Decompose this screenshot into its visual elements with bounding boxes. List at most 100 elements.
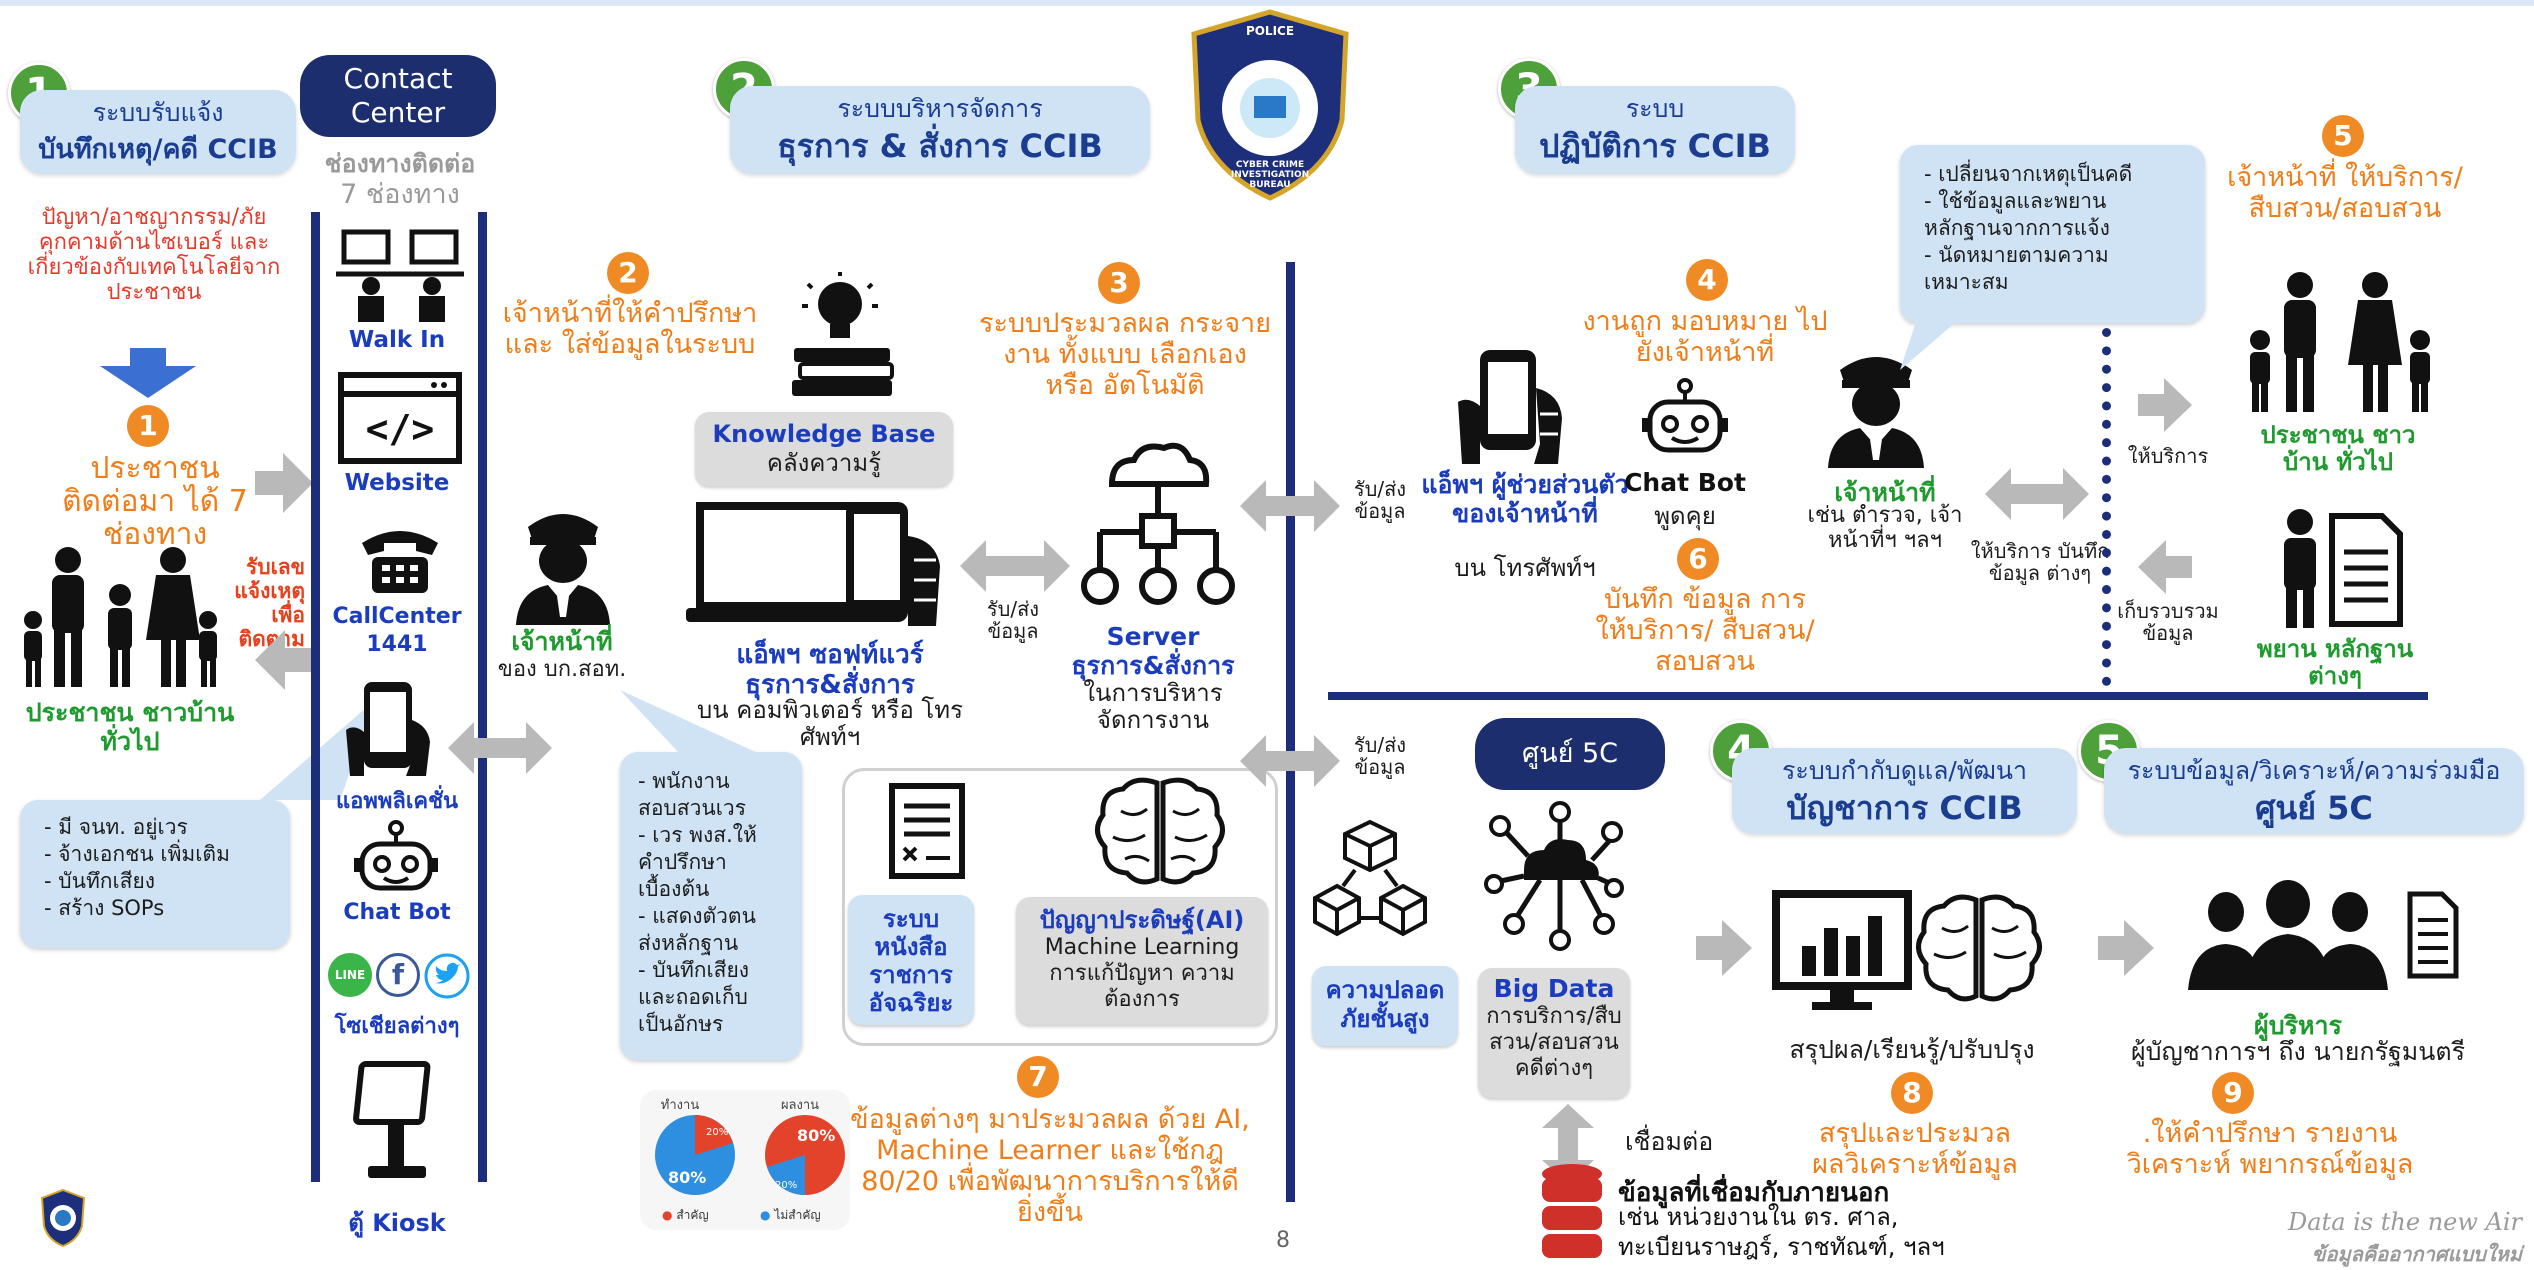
people-left-label: ประชาชน ชาวบ้าน ทั่วไป — [25, 698, 235, 756]
callout-mid-item: เป็นอักษร — [638, 1012, 724, 1036]
step-8-number: 8 — [1891, 1072, 1933, 1114]
page-number: 8 — [1276, 1228, 1290, 1253]
officer-right-sub: เช่น ตำรวจ, เจ้าหน้าที่ฯ ฯลฯ — [1807, 503, 1963, 553]
step-6-number: 6 — [1677, 538, 1719, 580]
footer-slogan-en: Data is the new Air — [2288, 1208, 2522, 1236]
big-data-network-icon — [1484, 801, 1624, 951]
monitor-chart-brain-icon — [1772, 890, 2042, 1010]
top-band — [0, 0, 2534, 6]
section-1-subtitle: ระบบรับแจ้ง — [92, 98, 224, 127]
chatbot-right-sub: พูดคุย — [1654, 502, 1716, 530]
pie-left-big-label: 80% — [668, 1168, 707, 1187]
section-4-title: บัญชาการ CCIB — [1786, 789, 2023, 827]
pie-left-chart — [655, 1115, 735, 1195]
double-arrow-icon — [1240, 735, 1340, 787]
section-1-title: บันทึกเหตุ/คดี CCIB — [38, 134, 278, 165]
callout-left: - มี จนท. อยู่เวร - จ้างเอกชน เพิ่มเติม … — [20, 800, 290, 948]
website-icon: </> — [338, 372, 462, 464]
contact-center-pill: Contact Center — [300, 55, 496, 137]
callout-right-item: - เปลี่ยนจากเหตุเป็นคดี — [1924, 162, 2133, 186]
witness-label: พยาน หลักฐาน ต่างๆ — [2256, 635, 2414, 690]
right-arrow-icon — [2098, 920, 2154, 976]
app-software-title: แอ็พฯ ซอฟท์แวร์ ธุรการ&สั่งการ — [736, 640, 924, 700]
left-arrow-icon — [2138, 540, 2192, 594]
center-divider — [1286, 262, 1295, 1202]
channel-app: แอพพลิเคชั่น — [335, 789, 459, 814]
contact-right-rail — [478, 212, 487, 1182]
database-icon — [1542, 1164, 1602, 1258]
step-7-text: ข้อมูลต่างๆ มาประมวลผล ด้วย AI, Machine … — [850, 1104, 1250, 1228]
double-arrow-icon — [1985, 468, 2089, 520]
step-3-number: 3 — [1098, 262, 1140, 304]
section-5-subtitle: ระบบข้อมูล/วิเคราะห์/ความร่วมมือ — [2127, 756, 2501, 785]
contact-left-rail — [311, 212, 320, 1182]
officer-right-title: เจ้าหน้าที่ — [1834, 478, 1936, 507]
step-2-number: 2 — [607, 252, 649, 294]
channel-website: Website — [344, 470, 450, 496]
family-icon — [24, 547, 217, 687]
send-receive-label: รับ/ส่ง ข้อมูล — [986, 597, 1040, 643]
send-receive-label: รับ/ส่ง ข้อมูล — [1353, 733, 1407, 779]
ccib-badge-logo — [1191, 9, 1349, 201]
walk-in-icon — [336, 229, 464, 322]
line-icon: LINE — [328, 953, 372, 997]
family-icon — [2250, 272, 2430, 412]
section-3-title: ปฏิบัติการ CCIB — [1539, 127, 1771, 165]
pie-left-small-label: 20% — [706, 1127, 729, 1138]
dotted-divider — [2102, 328, 2111, 686]
section-5-pill: ระบบข้อมูล/วิเคราะห์/ความร่วมมือ ศูนย์ 5… — [2104, 748, 2524, 834]
step-5-text: เจ้าหน้าที่ ให้บริการ/ สืบสวน/สอบสวน — [2227, 162, 2463, 224]
channel-callcenter: CallCenter 1441 — [332, 604, 462, 657]
step-3-text: ระบบประมวลผล กระจายงาน ทั้งแบบ เลือกเอง … — [978, 308, 1272, 401]
step-9-text: .ให้คำปรึกษา รายงาน วิเคราะห์ พยากรณ์ข้อ… — [2126, 1118, 2414, 1180]
channel-kiosk: ตู้ Kiosk — [348, 1209, 446, 1237]
right-arrow-icon — [255, 453, 313, 513]
doc-system-box: ระบบ หนังสือ ราชการ อัจฉริยะ — [848, 895, 974, 1025]
chatbot-right-title: Chat Bot — [1624, 468, 1746, 497]
horizontal-divider — [1328, 692, 2428, 700]
callout-right-tail — [1900, 310, 1970, 370]
callout-mid-item: - เวร พงส.ให้ — [638, 823, 757, 847]
callout-mid-item: - บันทึกเสียง — [638, 958, 750, 982]
executives-sub: ผู้บัญชาการฯ ถึง นายกรัฐมนตรี — [2130, 1037, 2466, 1066]
receive-number-text: รับเลข แจ้งเหตุ เพื่อติดตาม — [234, 555, 305, 651]
smartphone-hand-icon — [1458, 350, 1562, 464]
connect-label: เชื่อมต่อ — [1625, 1127, 1714, 1156]
double-arrow-icon — [448, 722, 552, 774]
send-receive-label: รับ/ส่ง ข้อมูล — [1353, 477, 1407, 523]
left-arrow-icon — [255, 630, 313, 690]
external-data-title: ข้อมูลที่เชื่อมกับภายนอก — [1618, 1178, 1890, 1208]
section-3-subtitle: ระบบ — [1625, 94, 1685, 123]
callout-mid-item: - พนักงาน — [638, 769, 730, 793]
callout-left-item: - มี จนท. อยู่เวร — [44, 815, 188, 839]
facebook-icon: f — [376, 953, 420, 997]
brain-icon — [1095, 777, 1225, 885]
pie-right-chart — [765, 1115, 845, 1195]
security-label: ความปลอด ภัยชั้นสูง — [1325, 976, 1445, 1033]
section-5-title: ศูนย์ 5C — [2255, 789, 2373, 827]
laptop-phone-icon — [686, 502, 940, 626]
big-data-title: Big Data — [1493, 974, 1615, 1003]
callout-left-item: - บันทึกเสียง — [44, 869, 156, 893]
pie-legend-b: ● ไม่สำคัญ — [760, 1208, 821, 1222]
knowledge-base-title: Knowledge Base — [712, 420, 936, 448]
app-software-sub: บน คอมพิวเตอร์ หรือ โทรศัพท์ฯ — [697, 696, 963, 751]
callout-mid-item: - แสดงตัวตน — [638, 904, 756, 928]
service-record-label: ให้บริการ บันทึกข้อมูล ต่างๆ — [1970, 539, 2110, 585]
step-9-number: 9 — [2212, 1072, 2254, 1114]
ai-title: ปัญญาประดิษฐ์(AI) — [1039, 906, 1245, 934]
ai-box: ปัญญาประดิษฐ์(AI) Machine Learning การแก… — [1016, 897, 1268, 1025]
callout-right-item: - นัดหมายตามความ — [1924, 243, 2109, 267]
server-title: Server ธุรการ&สั่งการ — [1071, 622, 1235, 680]
collect-label: เก็บรวบรวม ข้อมูล — [2117, 599, 2219, 645]
pie-right-title: ผลงาน — [780, 1098, 820, 1113]
step-2-text: เจ้าหน้าที่ให้คำปรึกษา และ ใส่ข้อมูลในระ… — [502, 298, 758, 360]
assistant-app-sub: บน โทรศัพท์ฯ — [1454, 554, 1596, 582]
officer-left-title: เจ้าหน้าที่ — [511, 627, 613, 656]
badge-line2: CYBER CRIME — [1235, 160, 1305, 170]
channel-chatbot: Chat Bot — [343, 900, 451, 925]
callout-right-item: หลักฐานจากการแจ้ง — [1924, 216, 2110, 240]
knowledge-icon — [792, 272, 894, 396]
callout-mid-tail — [620, 690, 760, 754]
callout-right: - เปลี่ยนจากเหตุเป็นคดี - ใช้ข้อมูลและพย… — [1900, 145, 2205, 323]
